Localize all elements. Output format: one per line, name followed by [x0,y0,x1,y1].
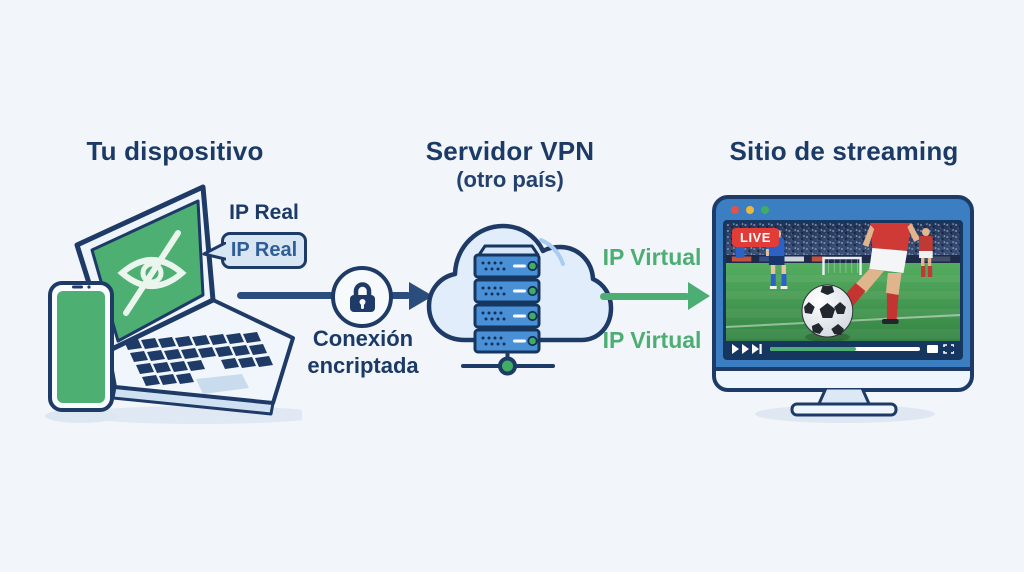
eye-off-icon [117,230,187,316]
ip-virtual-label-bottom: IP Virtual [602,327,702,353]
server-unit [473,278,541,304]
background-player [735,245,745,258]
red-team-player-far [919,228,933,277]
encrypted-connection-line1: Conexión [312,326,414,351]
virtual-ip-arrow-line [600,293,690,300]
play-icon[interactable] [732,344,739,354]
laptop-keyboard [124,332,273,386]
encrypted-connection-label: Conexión encriptada [277,325,449,379]
cloud-highlight [539,238,565,266]
streaming-section-title: Sitio de streaming [729,136,959,166]
encrypted-arrow-line [237,292,334,299]
streaming-monitor: LIVE [712,195,974,392]
ip-real-bubble-text: IP Real [230,239,298,261]
phone [48,281,114,412]
goal [822,256,862,275]
player-controls[interactable] [726,341,960,357]
server-unit [473,303,541,329]
vpn-section-subtitle: (otro país) [456,167,564,192]
playback-icons[interactable] [732,344,763,354]
next-track-icon[interactable] [752,344,759,354]
network-node-icon [461,352,555,376]
device-section-title: Tu dispositivo [86,136,264,166]
server-rack [473,244,541,354]
encryption-badge [331,266,393,328]
encrypted-arrow-line-2 [390,292,411,299]
laptop-trackpad [196,374,249,394]
server-unit [473,328,541,354]
traffic-light-yellow-icon [746,205,754,214]
phone-speaker [72,285,83,289]
monitor-stand-assembly [755,388,935,423]
pip-icon[interactable] [927,345,938,353]
ip-virtual-label-top: IP Virtual [602,244,702,270]
ip-real-bubble-tail [202,242,226,261]
traffic-light-green-icon [761,205,769,214]
server-unit [473,253,541,279]
fast-forward-icon[interactable] [742,344,749,354]
virtual-ip-arrow-head [688,282,710,310]
lock-icon [349,282,375,312]
fullscreen-icon[interactable] [943,344,954,354]
device-illustration [45,184,302,424]
view-icons[interactable] [927,344,954,354]
traffic-light-red-icon [731,205,739,214]
monitor-base [790,402,898,417]
vpn-server-illustration [426,223,614,376]
live-badge: LIVE [732,228,779,247]
progress-fill [770,347,856,351]
phone-camera-dot [87,285,91,289]
progress-bar[interactable] [770,347,920,351]
monitor-chin [716,367,970,388]
encrypted-connection-line2: encriptada [307,353,419,378]
ip-real-label: IP Real [229,201,299,224]
ip-real-bubble: IP Real [221,232,307,269]
video-player-screen[interactable]: LIVE [723,220,963,360]
soccer-ball [801,284,854,338]
browser-bar [716,199,970,220]
phone-shadow [45,409,117,423]
vpn-section-title: Servidor VPN [425,136,595,166]
